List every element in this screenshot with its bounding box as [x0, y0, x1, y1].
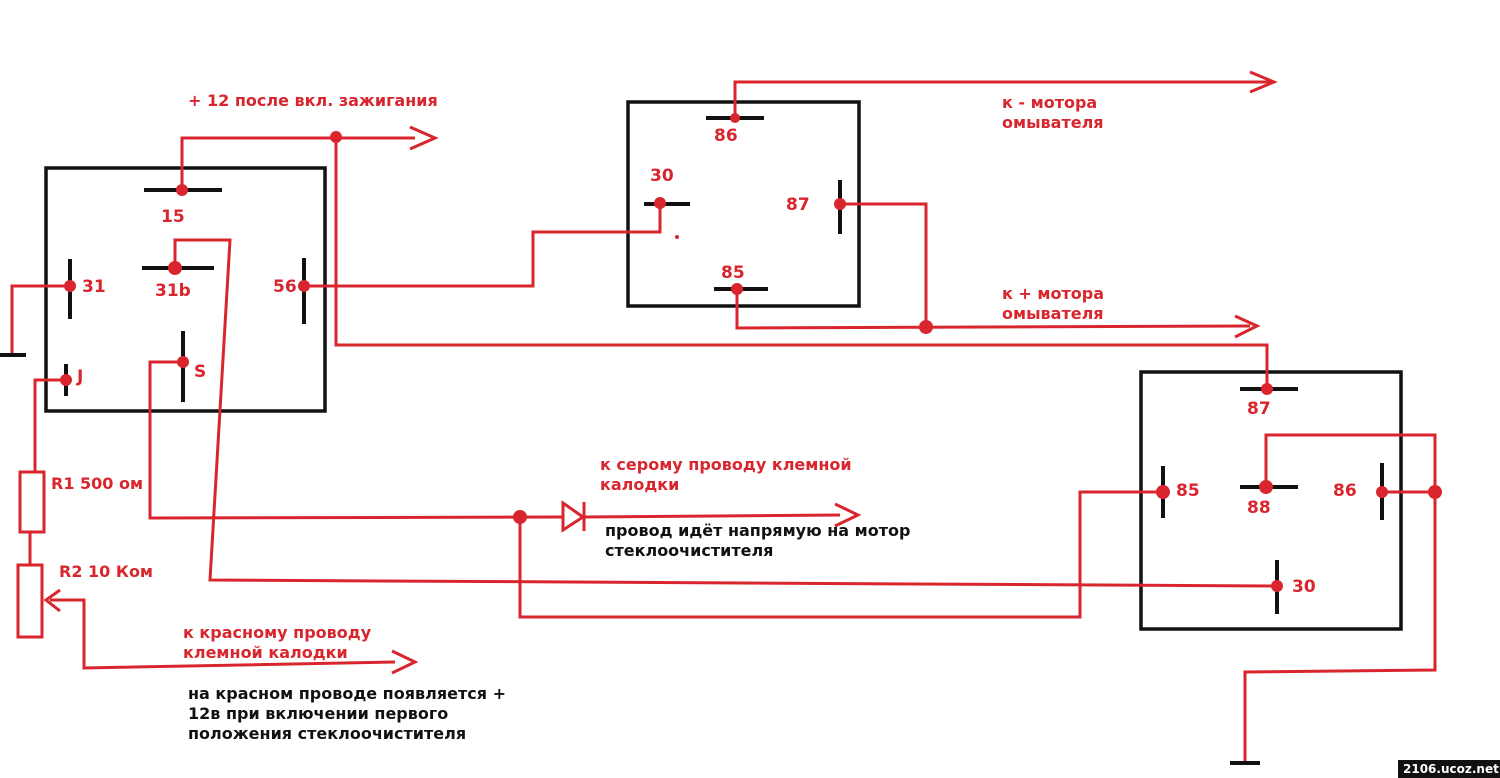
- relay1-pin-30: 30: [650, 166, 674, 186]
- label-motor-plus-2: омывателя: [1002, 304, 1104, 323]
- switch-pin-31: 31: [82, 277, 106, 297]
- dot-diode-junction: [513, 510, 527, 524]
- switch-pin-56: 56: [273, 277, 297, 297]
- wire-junction-to-relay2-85: [518, 490, 1163, 619]
- switch-pin-15: 15: [161, 207, 185, 227]
- dot-15: [176, 184, 188, 196]
- watermark-background: [1398, 760, 1500, 778]
- label-motor-minus-2: омывателя: [1002, 113, 1104, 132]
- dot-56: [298, 280, 310, 292]
- label-red-wire-2: клемной калодки: [183, 643, 348, 662]
- dot-relay1-87: [834, 198, 846, 210]
- label-direct-2: стеклоочистителя: [605, 541, 773, 560]
- wire-ignition-to-relay2-87: [334, 138, 1269, 390]
- resistor-r1: [18, 470, 46, 534]
- wire-S-to-diode: [148, 360, 564, 520]
- dot-motor-plus-junction: [919, 320, 933, 334]
- dot-31: [64, 280, 76, 292]
- dot-relay2-86: [1376, 486, 1388, 498]
- dot-31b: [168, 261, 182, 275]
- wire-relay1-87-out: [840, 202, 928, 327]
- watermark: 2106.ucoz.net: [1403, 762, 1499, 776]
- wire-diode-out: [582, 513, 841, 519]
- dot-relay2-loop: [1428, 485, 1442, 499]
- wire-ignition: [180, 136, 415, 190]
- label-ignition: + 12 после вкл. зажигания: [188, 91, 438, 110]
- switch-pin-31b: 31b: [155, 281, 191, 301]
- label-note-1: на красном проводе появляется +: [188, 684, 506, 703]
- label-motor-minus-1: к - мотора: [1002, 93, 1097, 112]
- arrow-ignition: [409, 125, 439, 151]
- arrow-gray-wire: [834, 502, 862, 528]
- relay2-pin-30: 30: [1292, 577, 1316, 597]
- label-red-wire-1: к красному проводу: [183, 623, 372, 642]
- label-r1: R1 500 ом: [51, 474, 143, 493]
- dot-relay1-86: [730, 113, 740, 123]
- wiper-arrowhead: [43, 588, 61, 613]
- arrow-motor-minus: [1249, 70, 1278, 94]
- relay1-pin-85: 85: [721, 263, 745, 283]
- dot-relay2-85: [1156, 485, 1170, 499]
- arrow-motor-plus: [1234, 314, 1261, 339]
- wire-relay2-88-loop: [1243, 433, 1437, 762]
- relay1-pin-86: 86: [714, 126, 738, 146]
- dot-relay1-30: [654, 197, 666, 209]
- relay1-pin-87: 87: [786, 195, 810, 215]
- relay2-pin-86: 86: [1333, 481, 1357, 501]
- wires: [10, 70, 1437, 762]
- label-direct-1: провод идёт напрямую на мотор: [605, 521, 910, 540]
- relay2-pin-88: 88: [1247, 498, 1271, 518]
- wire-31b-to-relay2-30: [173, 238, 1278, 588]
- arrow-red-wire: [391, 649, 419, 675]
- wire-J-to-resistors: [33, 378, 66, 472]
- dot-J: [60, 374, 72, 386]
- label-note-3: положения стеклоочистителя: [188, 724, 466, 743]
- diode-triangle: [561, 500, 586, 533]
- junction-dots: [60, 113, 1442, 592]
- relay2-frame: [1139, 370, 1403, 631]
- dot-relay2-88: [1259, 480, 1273, 494]
- dot-relay2-87: [1261, 383, 1273, 395]
- resistor-r2: [16, 563, 44, 639]
- relay2-pin-85: 85: [1176, 481, 1200, 501]
- switch-frame: [44, 166, 327, 413]
- switch-pin-S: S: [194, 362, 206, 382]
- wire-relay1-86-out: [733, 80, 1270, 118]
- label-gray-wire-1: к серому проводу клемной: [600, 455, 852, 474]
- label-note-2: 12в при включении первого: [188, 704, 448, 723]
- label-gray-wire-2: калодки: [600, 475, 679, 494]
- wire-relay1-85-out: [735, 289, 1251, 330]
- dot-S: [177, 356, 189, 368]
- wire-31-ground: [10, 284, 70, 354]
- relay2-pin-87: 87: [1247, 399, 1271, 419]
- dot-ignition-branch: [330, 131, 342, 143]
- label-motor-plus-1: к + мотора: [1002, 284, 1104, 303]
- wire-56-to-relay1-30: [304, 202, 662, 288]
- label-r2: R2 10 Ком: [59, 562, 153, 581]
- dot-relay1-85: [731, 283, 743, 295]
- switch-pin-J: J: [76, 367, 83, 387]
- dot-relay1-30-small: [675, 235, 679, 239]
- dot-relay2-30: [1271, 580, 1283, 592]
- wire-r2-wiper: [50, 598, 396, 670]
